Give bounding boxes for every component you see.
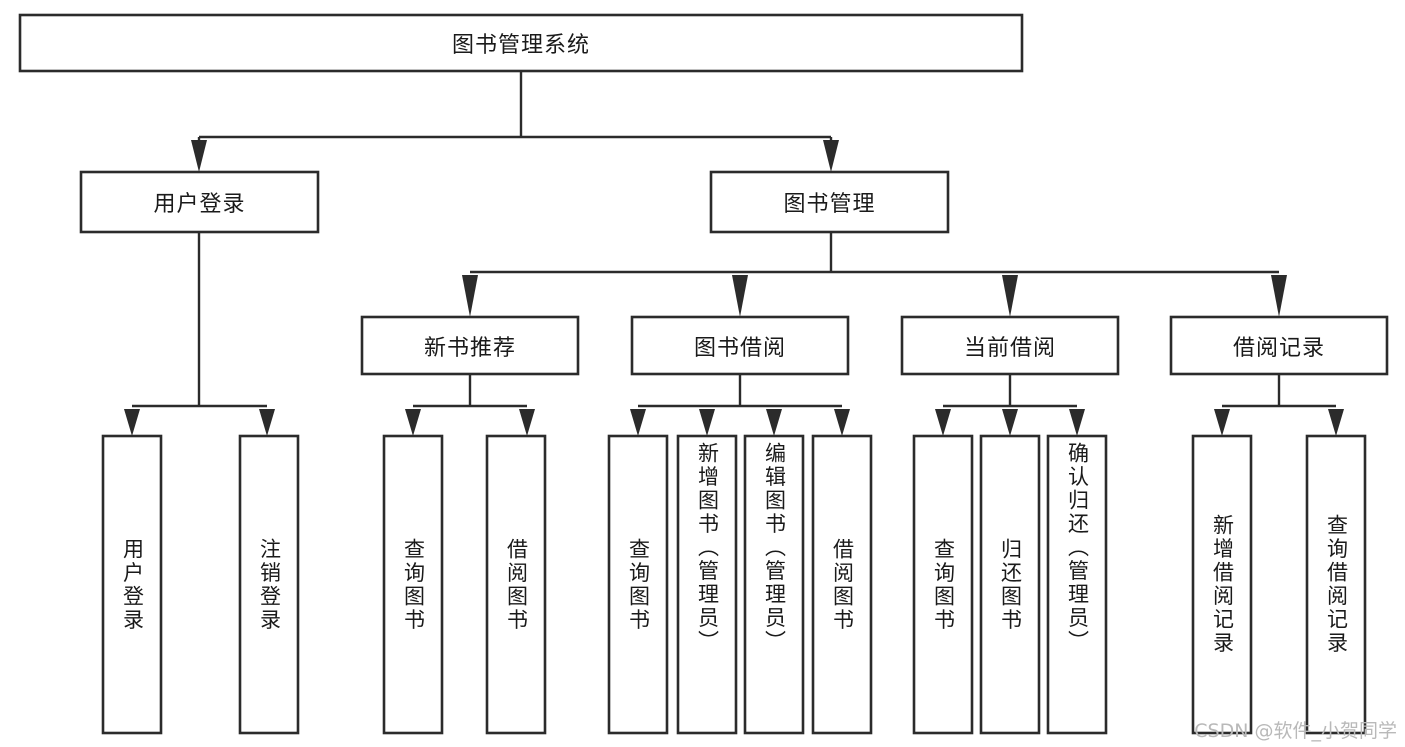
arrow-head-records [1271, 275, 1287, 317]
arrow-head-leaf-add-book [699, 409, 715, 436]
arrow-head-newbook [462, 275, 478, 317]
node-box-leaf-logout[interactable] [238, 434, 300, 735]
node-box-user-login[interactable] [79, 170, 320, 234]
arrow-head-leaf-edit-book [766, 409, 782, 436]
arrow-head-leaf-query-book-2 [630, 409, 646, 436]
arrow-head-leaf-query-book-1 [405, 409, 421, 436]
arrow-head-userlogin [191, 140, 207, 172]
arrow-head-leaf-query-record [1328, 409, 1344, 436]
arrow-head-leaf-return-book [1002, 409, 1018, 436]
node-box-book-borrow[interactable] [630, 315, 850, 376]
node-box-leaf-user-login[interactable] [101, 434, 163, 735]
node-box-leaf-borrow-book-2[interactable] [811, 434, 873, 735]
node-box-leaf-add-record[interactable] [1191, 434, 1253, 735]
node-box-leaf-edit-book[interactable] [743, 434, 805, 735]
arrow-head-leaf-query-book-3 [935, 409, 951, 436]
arrow-head-leaf-borrow-book-1 [519, 409, 535, 436]
node-box-current-borrow[interactable] [900, 315, 1120, 376]
arrow-head-leaf-user-login [124, 409, 140, 436]
node-box-leaf-query-book-1[interactable] [382, 434, 444, 735]
node-box-leaf-borrow-book-1[interactable] [485, 434, 547, 735]
arrow-head-leaf-borrow-book-2 [834, 409, 850, 436]
node-box-leaf-query-book-3[interactable] [912, 434, 974, 735]
arrow-head-current [1002, 275, 1018, 317]
arrow-head-bookmgmt [823, 140, 839, 172]
arrow-head-borrow [732, 275, 748, 317]
node-box-new-book-recommend[interactable] [360, 315, 580, 376]
arrow-head-leaf-confirm-return [1069, 409, 1085, 436]
node-box-book-management[interactable] [709, 170, 950, 234]
arrow-head-leaf-logout [259, 409, 275, 436]
node-box-borrow-records[interactable] [1169, 315, 1389, 376]
node-box-root[interactable] [18, 13, 1024, 73]
node-box-leaf-add-book[interactable] [676, 434, 738, 735]
node-box-leaf-return-book[interactable] [979, 434, 1041, 735]
node-box-leaf-query-book-2[interactable] [607, 434, 669, 735]
node-box-leaf-confirm-return[interactable] [1046, 434, 1108, 735]
node-box-leaf-query-record[interactable] [1305, 434, 1367, 735]
arrow-head-leaf-add-record [1214, 409, 1230, 436]
